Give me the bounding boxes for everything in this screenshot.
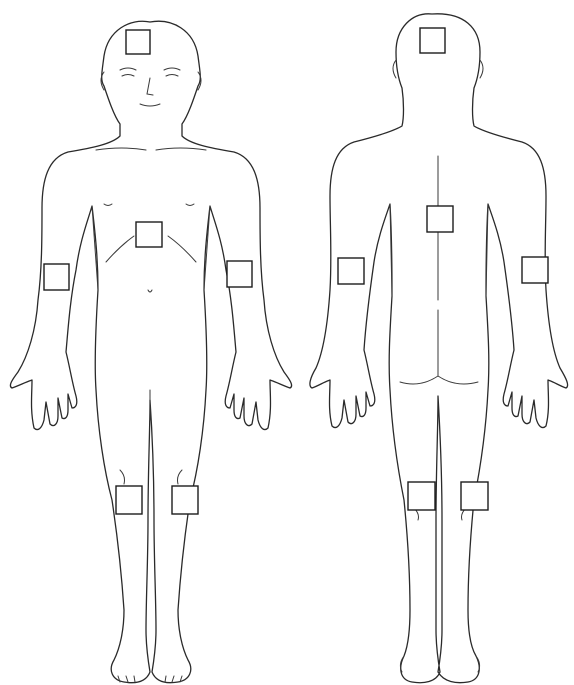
front-knees bbox=[120, 470, 182, 484]
front-nipples bbox=[104, 204, 194, 206]
front-left-forearm-marker bbox=[227, 261, 252, 287]
front-toes bbox=[118, 676, 182, 682]
front-eyes bbox=[122, 75, 178, 77]
front-right-forearm-marker bbox=[44, 264, 69, 290]
front-mouth bbox=[140, 104, 160, 106]
front-navel bbox=[148, 290, 152, 292]
back-ears bbox=[393, 60, 483, 78]
back-buttocks bbox=[400, 376, 478, 384]
back-view bbox=[310, 14, 568, 683]
front-forehead-marker bbox=[126, 30, 150, 54]
back-right-forearm-marker bbox=[522, 257, 548, 283]
front-inner-arms bbox=[92, 206, 210, 290]
back-body-outline bbox=[310, 14, 568, 683]
front-left-knee-marker bbox=[172, 486, 198, 514]
front-right-knee-marker bbox=[116, 486, 142, 514]
front-collarbones bbox=[96, 148, 206, 150]
back-left-knee-marker bbox=[408, 482, 435, 510]
front-eyebrows bbox=[120, 68, 180, 70]
front-nose bbox=[147, 78, 153, 95]
front-abdomen-marker bbox=[136, 222, 162, 247]
back-left-forearm-marker bbox=[338, 258, 364, 284]
front-body-outline bbox=[10, 21, 291, 682]
front-ears bbox=[101, 72, 201, 90]
back-midback-marker bbox=[427, 206, 453, 232]
back-head-marker bbox=[420, 28, 445, 53]
front-view bbox=[10, 21, 291, 682]
back-right-knee-marker bbox=[461, 482, 488, 510]
